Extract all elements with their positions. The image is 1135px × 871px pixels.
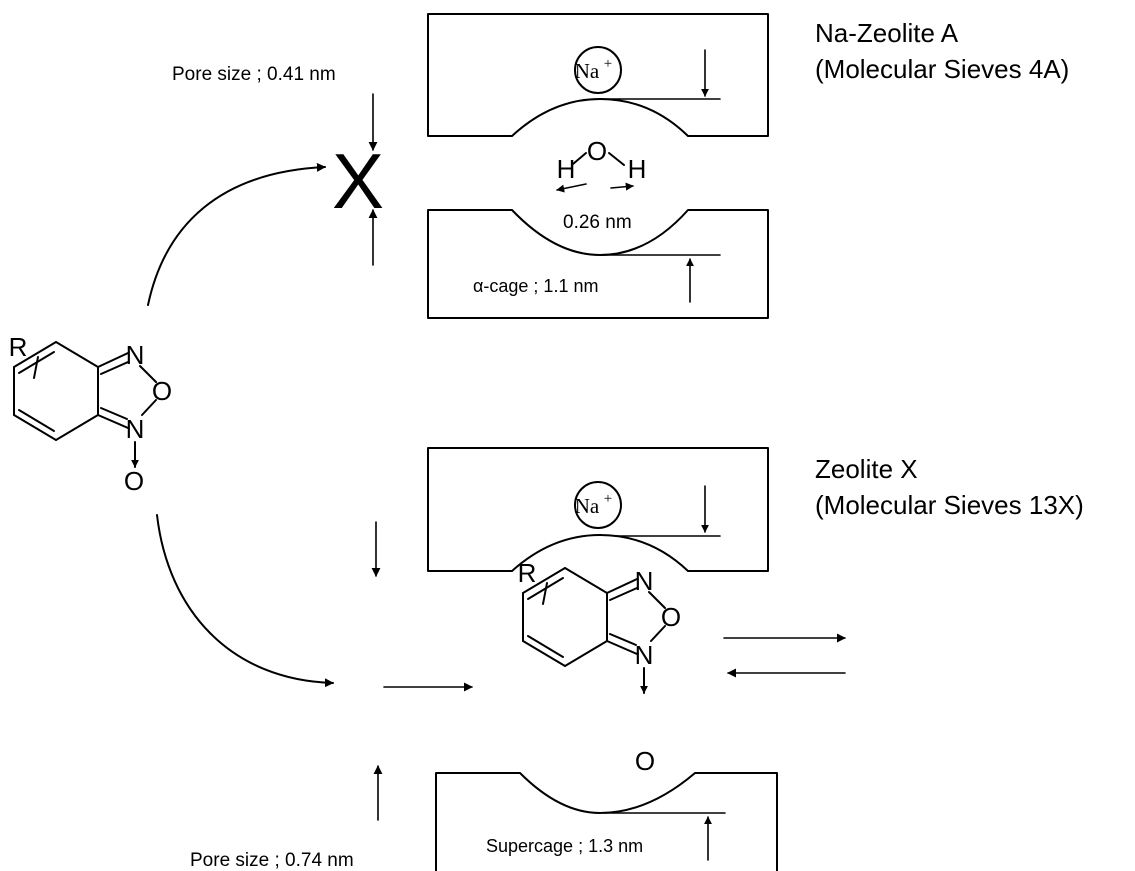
water-width-arrow-left (556, 183, 587, 193)
ring-n-bottom-cage: N (635, 640, 654, 670)
curved-arrow-to-zeolite-x (156, 514, 334, 688)
water-h-left: H (557, 154, 576, 184)
sodium-symbol-x: Na (575, 494, 600, 518)
water-h-right: H (628, 154, 647, 184)
sodium-charge: + (604, 56, 612, 72)
exo-oxygen-cage: O (635, 746, 655, 776)
blocked-mark: X (332, 137, 384, 225)
alpha-cage-label: α-cage ; 1.1 nm (473, 276, 598, 296)
supercage-label: Supercage ; 1.3 nm (486, 836, 643, 856)
ring-n-top-cage: N (635, 566, 654, 596)
substituent-r-left: R (9, 332, 28, 362)
lower-framework-block-x (435, 772, 778, 871)
ring-n-bottom-left: N (126, 414, 145, 444)
upper-framework-block-x (427, 447, 769, 572)
zeolite-x-subtitle: (Molecular Sieves 13X) (815, 490, 1084, 520)
sodium-ion-a: Na + (574, 46, 622, 94)
ring-n-top-left: N (126, 340, 145, 370)
na-zeolite-a-group: Na-Zeolite A (Molecular Sieves 4A) Pore … (172, 13, 1069, 319)
exo-oxygen-left: O (124, 466, 144, 496)
water-molecule: H O H (556, 136, 647, 193)
water-oxygen: O (587, 136, 607, 166)
na-zeolite-subtitle: (Molecular Sieves 4A) (815, 54, 1069, 84)
sodium-symbol: Na (575, 59, 600, 83)
curved-arrow-to-zeolite-a (147, 162, 326, 306)
benzofuroxan-inside-cage: R N O N O (518, 558, 682, 776)
benzofuroxan-left: R N O N O (9, 332, 173, 496)
pore-size-label-bottom: Pore size ; 0.74 nm (190, 850, 354, 871)
zeolite-x-title: Zeolite X (815, 454, 918, 484)
sodium-charge-x: + (604, 491, 612, 507)
ring-o-left: O (152, 376, 172, 406)
water-width-label: 0.26 nm (563, 212, 632, 233)
sodium-ion-x: Na + (574, 481, 622, 529)
pore-size-label-top: Pore size ; 0.41 nm (172, 64, 336, 85)
water-width-arrow-right (610, 182, 634, 191)
substituent-r-cage: R (518, 558, 537, 588)
na-zeolite-title: Na-Zeolite A (815, 18, 959, 48)
ring-o-cage: O (661, 602, 681, 632)
zeolite-x-group: Zeolite X (Molecular Sieves 13X) Na + (190, 447, 1084, 871)
